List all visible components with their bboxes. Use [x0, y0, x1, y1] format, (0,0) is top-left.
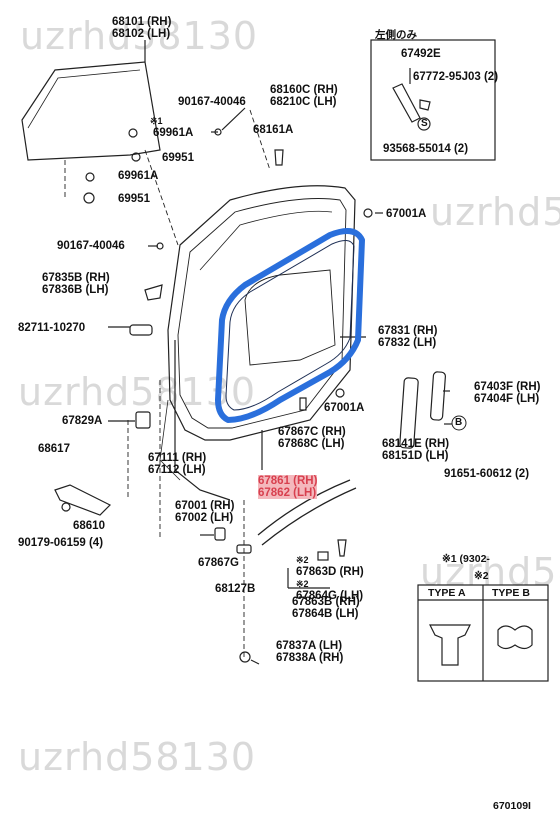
- circle-mark-b: B: [455, 417, 463, 428]
- label-67001a-top: 67001A: [386, 208, 427, 220]
- belt-moulding-rh: [399, 377, 419, 449]
- label-82711: 82711-10270: [18, 322, 86, 334]
- type-a-label: TYPE A: [428, 587, 466, 599]
- label-68610: 68610: [73, 520, 105, 532]
- label-67111: 67111 (RH)67112 (LH): [148, 452, 207, 476]
- label-69961a-bottom: 69961A: [118, 170, 159, 182]
- label-67835b: 67835B (RH)67836B (LH): [42, 272, 110, 296]
- label-68101: 68101 (RH)68102 (LH): [112, 16, 172, 40]
- label-68160c: 68160C (RH)68210C (LH): [270, 84, 338, 108]
- label-67492e: 67492E: [401, 48, 441, 60]
- label-67861-highlighted: 67861 (RH)67862 (LH): [258, 475, 318, 499]
- watermark: uzrhd58130: [420, 550, 560, 594]
- watermark: uzrhd58130: [430, 190, 560, 234]
- type-b-label: TYPE B: [492, 587, 530, 599]
- watermark: uzrhd58130: [18, 735, 257, 779]
- door-weatherstrip: [215, 228, 365, 423]
- label-67001: 67001 (RH)67002 (LH): [175, 500, 235, 524]
- label-69951-bottom: 69951: [118, 193, 150, 205]
- label-69961a-top: 69961A: [153, 127, 194, 139]
- inset-title: 左側のみ: [375, 29, 417, 41]
- belt-moulding-lh: [430, 371, 446, 421]
- label-91651: 91651-60612 (2): [444, 468, 530, 480]
- label-67863b: 67863B (RH)67864B (LH): [292, 596, 360, 620]
- circle-mark-s: S: [421, 118, 428, 129]
- ref-mark-1: ※1: [150, 116, 163, 126]
- label-90167-bottom: 90167-40046: [57, 240, 125, 252]
- label-68161a: 68161A: [253, 124, 294, 136]
- label-67867g: 67867G: [198, 557, 239, 569]
- label-90167-top: 90167-40046: [178, 96, 246, 108]
- label-68141e: 68141E (RH)68151D (LH): [382, 438, 450, 462]
- label-67831: 67831 (RH)67832 (LH): [378, 325, 438, 349]
- label-67829a: 67829A: [62, 415, 103, 427]
- label-67772: 67772-95J03 (2): [413, 71, 499, 83]
- label-67001a-mid: 67001A: [324, 402, 365, 414]
- label-67403f: 67403F (RH)67404F (LH): [474, 381, 541, 405]
- label-67867c: 67867C (RH)67868C (LH): [278, 426, 346, 450]
- label-67863d: ※2 67863D (RH) ※2 67864G (LH): [296, 555, 364, 602]
- label-90179: 90179-06159 (4): [18, 537, 104, 549]
- label-69951-top: 69951: [162, 152, 194, 164]
- label-67837a: 67837A (LH)67838A (RH): [276, 640, 344, 664]
- note-ref2: ※2: [474, 570, 489, 582]
- door-glass: [21, 61, 161, 161]
- door-panel-outer: [167, 185, 356, 441]
- figure-code: 670109I: [493, 800, 531, 812]
- label-68127b: 68127B: [215, 583, 256, 595]
- label-68617: 68617: [38, 443, 70, 455]
- watermark: uzrhd58130: [20, 14, 259, 58]
- label-93568: 93568-55014 (2): [383, 143, 469, 155]
- note-ref1: ※1 (9302-: [442, 553, 490, 565]
